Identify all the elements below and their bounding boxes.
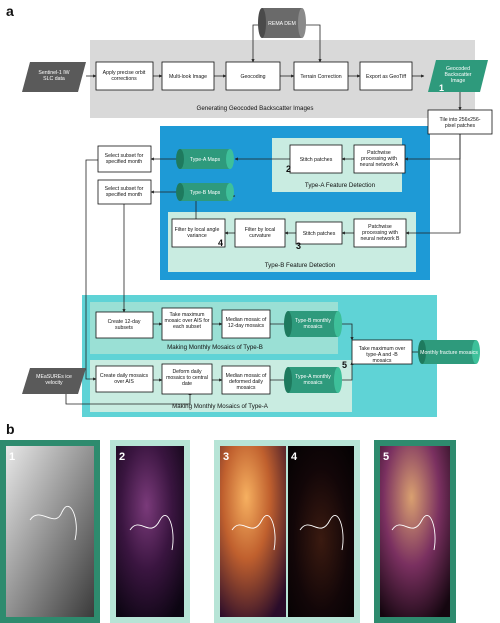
process-boxes <box>95 61 493 395</box>
node-stitch-b: Stitch patches <box>303 231 336 237</box>
node-tile: Tile into 256x256-pixel patches <box>439 117 480 129</box>
svg-text:Monthly fracture mosaics: Monthly fracture mosaics <box>420 350 478 356</box>
node-geocoding: Geocoding <box>240 74 265 80</box>
step-number-5: 5 <box>342 360 347 370</box>
step-number-2: 2 <box>286 164 291 174</box>
node-terrain: Terrain Correction <box>300 74 341 80</box>
svg-text:Type-B Maps: Type-B Maps <box>190 190 221 196</box>
cylinder-type-b-maps: Type-B Maps <box>176 183 234 201</box>
section-title-mosaic-b: Making Monthly Mosaics of Type-B <box>167 344 263 351</box>
section-title-generating: Generating Geocoded Backscatter Images <box>197 105 314 112</box>
thumbnail-3-4: 3 4 <box>214 440 360 623</box>
cylinder-fracture: Monthly fracture mosaics <box>418 340 480 364</box>
svg-text:REMA DEM: REMA DEM <box>268 21 296 27</box>
svg-text:3: 3 <box>223 451 229 463</box>
step-number-3: 3 <box>296 241 301 251</box>
thumbnail-2: 2 <box>110 440 190 623</box>
svg-text:5: 5 <box>383 451 389 463</box>
svg-text:Type-A Maps: Type-A Maps <box>190 157 221 163</box>
cylinder-rema: REMA DEM <box>258 8 306 38</box>
section-title-type-a: Type-A Feature Detection <box>305 182 376 189</box>
svg-text:1: 1 <box>9 451 15 463</box>
step-number-1: 1 <box>439 83 444 93</box>
node-multilook: Multi-look Image <box>169 74 207 80</box>
step-number-4: 4 <box>218 238 223 248</box>
section-title-mosaic-a: Making Monthly Mosaics of Type-A <box>172 403 269 410</box>
thumbnail-5: 5 <box>374 440 456 623</box>
svg-text:4: 4 <box>291 451 298 463</box>
panel-label-a: a <box>6 3 14 19</box>
svg-text:2: 2 <box>119 451 125 463</box>
node-stitch-a: Stitch patches <box>300 157 333 163</box>
thumbnail-1: 1 <box>0 440 100 623</box>
section-title-type-b: Type-B Feature Detection <box>265 262 336 269</box>
panel-label-b: b <box>6 421 15 437</box>
node-export: Export as GeoTiff <box>366 74 407 80</box>
cylinder-type-a-maps: Type-A Maps <box>176 149 234 169</box>
